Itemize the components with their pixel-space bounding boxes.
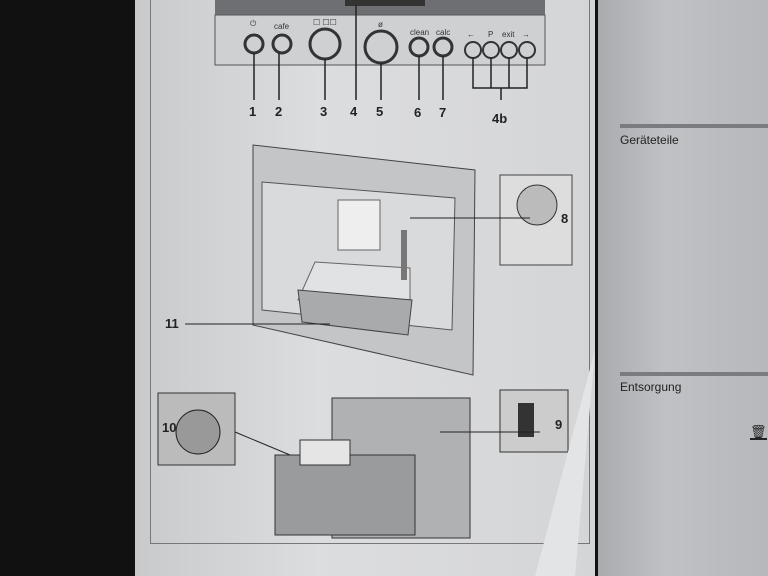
calc-button [432,36,454,58]
callout-4: 4 [350,104,358,119]
callout-4b: 4b [492,111,508,126]
callout-7: 7 [439,105,447,120]
program-label: P [488,30,494,39]
right-label: → [522,30,530,39]
control-panel-illustration [214,0,546,100]
clean-label: clean [410,28,430,37]
volume-label: ø [378,20,383,29]
section-heading-parts: Geräteteile [620,133,679,147]
strength-knob [308,27,342,61]
callout-11: 11 [165,316,179,331]
callout-3: 3 [320,104,328,119]
coffee-machine-illustration [185,144,573,376]
callout-1: 1 [249,104,257,119]
cafe-button [271,33,293,55]
callout-6: 6 [414,105,422,120]
callout-8: 8 [561,211,569,226]
callout-2: 2 [275,104,283,119]
lower-illustrations [157,350,595,576]
illustration-frame [150,0,590,544]
crossed-bin-icon: 🗑 [750,424,767,440]
cafe-label: cafe [274,22,290,31]
volume-knob [363,29,399,65]
left-label: ← [467,30,475,39]
power-label: ⏻ [250,19,257,28]
callout-9: 9 [555,417,563,432]
strength-label: ☐ ☐☐ [313,18,337,27]
section-heading-disposal: Entsorgung [620,380,682,394]
power-button [243,33,265,55]
manual-right-page [598,0,768,576]
clean-button [408,36,430,58]
exit-label: exit [502,30,515,39]
section-rule [620,372,768,376]
callout-5: 5 [376,104,384,119]
callout-10: 10 [162,420,177,435]
calc-label: calc [436,28,451,37]
section-rule [620,124,768,128]
